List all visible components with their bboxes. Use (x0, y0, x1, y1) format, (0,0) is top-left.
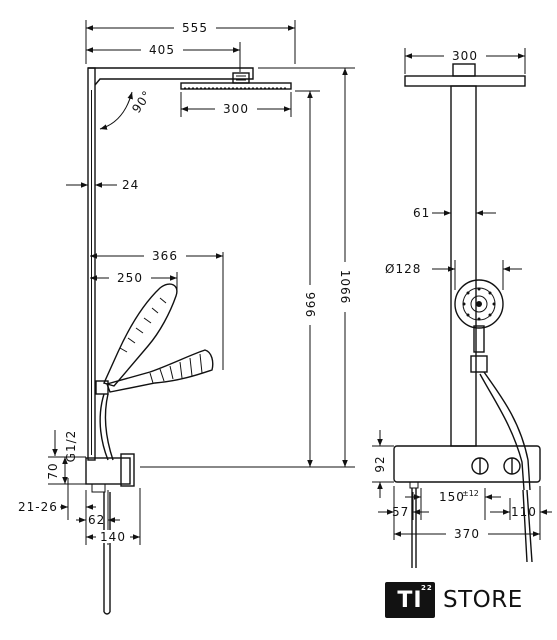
dim-holder-reach: 250 (117, 271, 143, 285)
dim-thermostat-height: 70 (46, 462, 60, 479)
dim-pipe-offset: 24 (122, 178, 139, 192)
dim-head-width-side: 300 (223, 102, 249, 116)
dim-head-width-front: 300 (452, 49, 478, 63)
dim-arm-angle: 90° (129, 88, 154, 116)
dim-total-width: 555 (182, 21, 208, 35)
side-shower-head-mount (232, 72, 250, 84)
front-holder (470, 355, 488, 373)
front-shower-head-mount (452, 63, 476, 77)
side-thermostat (85, 457, 131, 485)
dim-height-head: 996 (303, 292, 317, 318)
dim-outlet-offset: 57 (392, 505, 409, 519)
dim-thermostat-depth: 62 (88, 513, 105, 527)
dim-connection-tolerance: ±12 (462, 489, 479, 498)
front-dimensions: 300 61 Ø128 92 150 ±12 57 (372, 48, 552, 541)
dim-outlet-right: 110 (511, 505, 537, 519)
front-view (393, 63, 541, 568)
dim-thermostat-height-front: 92 (373, 455, 387, 472)
side-hand-shower-angled (103, 283, 178, 387)
front-thermostat (393, 445, 541, 483)
front-hose (483, 371, 531, 491)
side-hand-shower (106, 349, 214, 393)
logo-mark-text: TI (397, 587, 423, 613)
side-lower-hose (103, 492, 111, 612)
dim-connection-thread: G1/2 (64, 430, 78, 463)
side-dimensions: 555 405 300 90° 24 366 250 996 (18, 20, 355, 545)
dim-thermostat-width-front: 370 (454, 527, 480, 541)
side-hose (99, 393, 109, 461)
side-view (85, 67, 292, 615)
dim-height-overall: 1066 (338, 270, 352, 305)
side-shower-head (180, 82, 292, 90)
dim-handshower-diameter: Ø128 (385, 262, 421, 276)
dim-hand-reach: 366 (152, 249, 178, 263)
dim-wall-distance: 21-26 (18, 500, 58, 514)
logo-mark: TI 22 (385, 582, 435, 618)
dim-thermostat-width-side: 140 (100, 530, 126, 544)
front-handle (473, 325, 485, 353)
front-hand-shower (454, 279, 504, 329)
dim-pipe-diameter: 61 (413, 206, 430, 220)
dim-arm-reach: 405 (149, 43, 175, 57)
front-shower-head (404, 75, 526, 87)
logo-word: STORE (443, 587, 523, 613)
side-shower-arm (88, 67, 254, 86)
store-logo: TI 22 STORE (385, 581, 545, 619)
logo-superscript: 22 (421, 584, 433, 592)
dim-connection-spacing: 150 (439, 490, 465, 504)
